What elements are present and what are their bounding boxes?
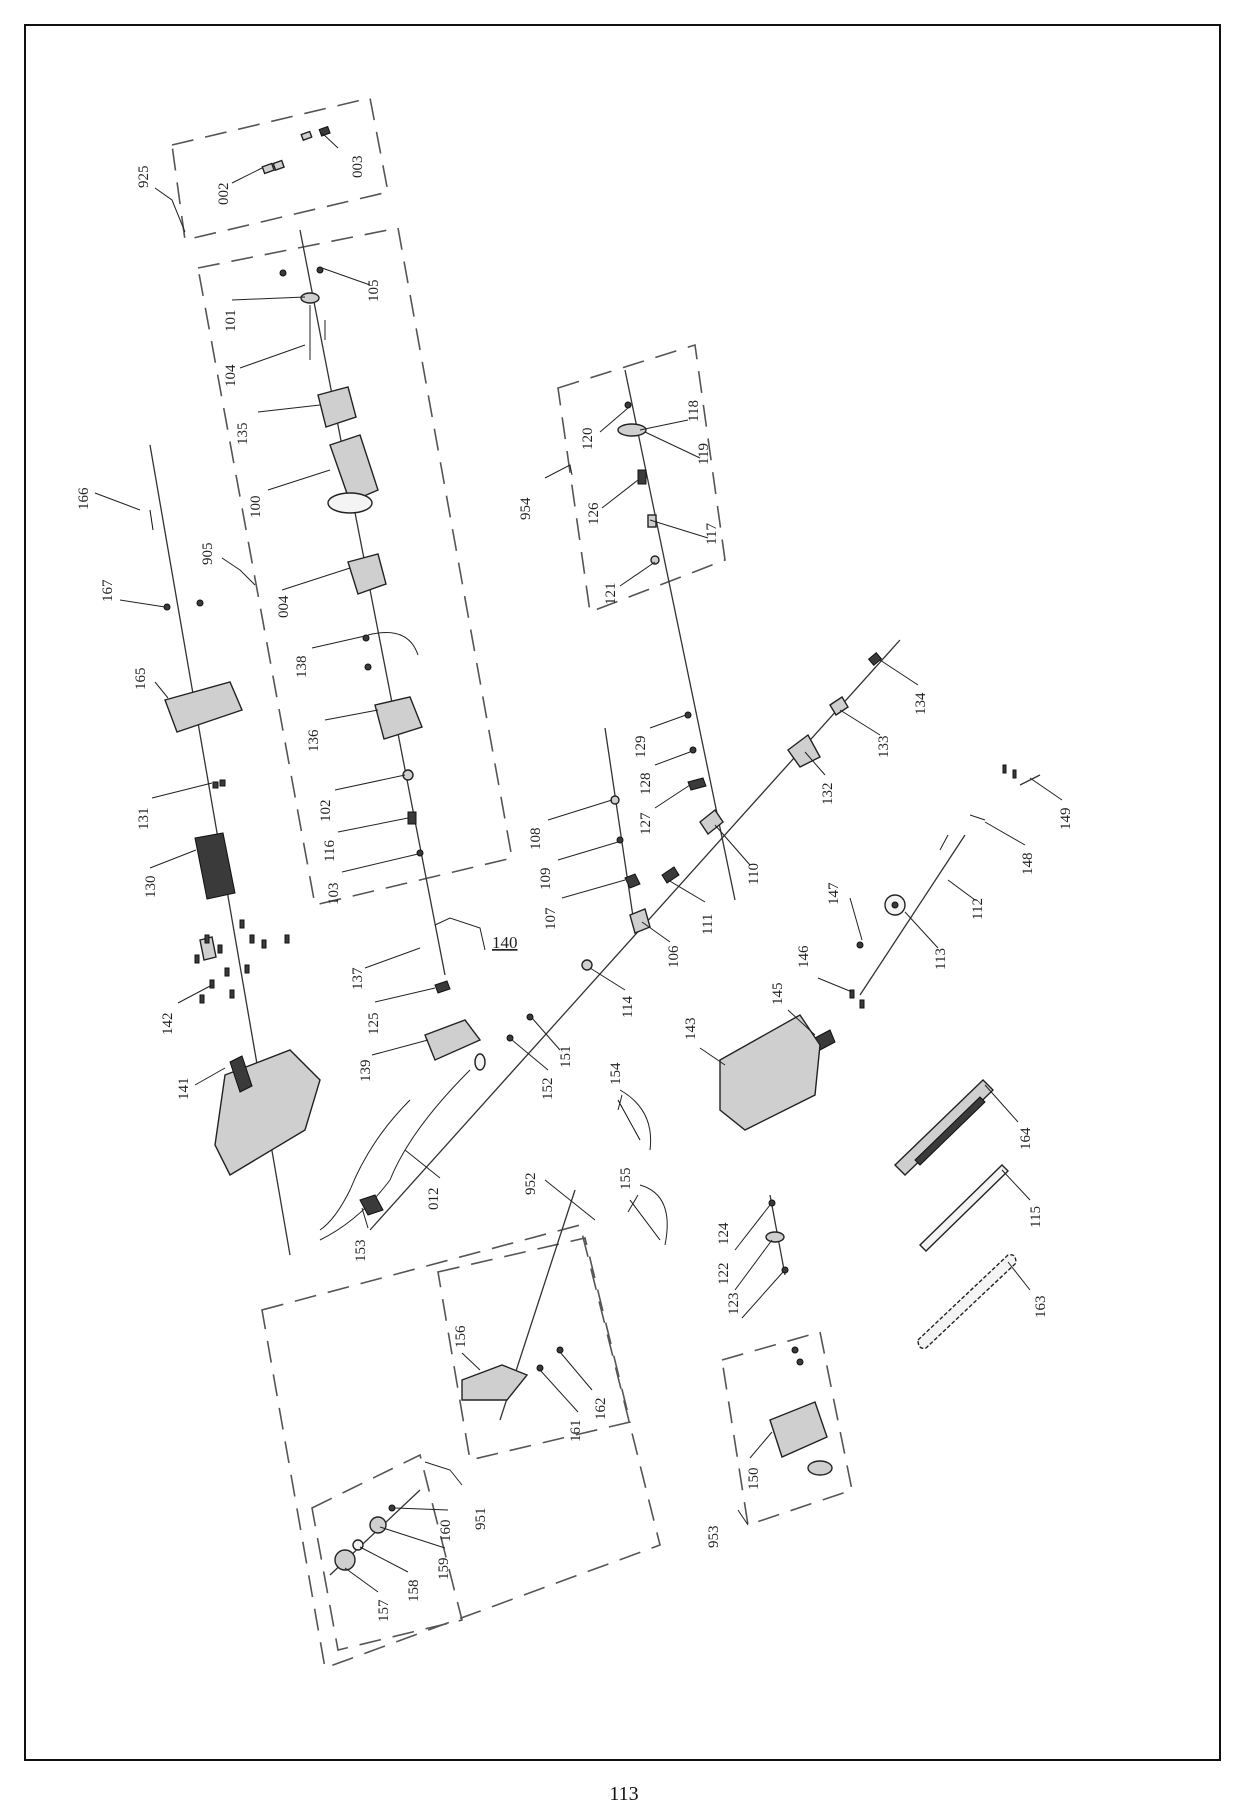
label-003: 003 (350, 156, 366, 179)
label-103: 103 (326, 883, 342, 906)
label-141: 141 (176, 1078, 192, 1101)
label-140: 140 (492, 933, 518, 952)
label-143: 143 (683, 1018, 699, 1041)
label-166: 166 (76, 487, 92, 510)
label-139: 139 (358, 1060, 374, 1083)
label-121: 121 (603, 583, 619, 606)
label-137: 137 (350, 967, 366, 990)
label-158: 158 (406, 1580, 422, 1603)
label-134: 134 (913, 692, 929, 715)
label-157: 157 (376, 1599, 392, 1622)
label-146: 146 (796, 945, 812, 968)
label-165: 165 (133, 668, 149, 691)
label-162: 162 (593, 1398, 609, 1421)
label-106: 106 (666, 945, 682, 968)
label-131: 131 (136, 808, 152, 831)
group-954-box (557, 343, 726, 614)
page-number: 113 (609, 1783, 639, 1805)
label-115: 115 (1028, 1206, 1044, 1228)
label-109: 109 (538, 868, 554, 891)
assembly-axes (149, 229, 1041, 1576)
label-154: 154 (608, 1062, 624, 1085)
label-124: 124 (716, 1222, 732, 1245)
label-128: 128 (638, 773, 654, 796)
label-133: 133 (876, 736, 892, 759)
label-002: 002 (216, 183, 232, 206)
label-160: 160 (438, 1520, 454, 1543)
label-120: 120 (580, 428, 596, 451)
label-107: 107 (543, 907, 559, 930)
part-leaders (94, 132, 1063, 1593)
label-101: 101 (223, 310, 239, 333)
label-119: 119 (696, 443, 712, 465)
label-905: 905 (200, 543, 216, 566)
label-126: 126 (586, 502, 602, 525)
label-152: 152 (540, 1078, 556, 1101)
group-952-box (261, 1224, 661, 1670)
label-135: 135 (235, 423, 251, 446)
label-145: 145 (770, 983, 786, 1006)
label-122: 122 (716, 1263, 732, 1286)
label-105: 105 (366, 280, 382, 303)
label-954: 954 (518, 497, 534, 520)
label-151: 151 (558, 1046, 574, 1069)
label-953: 953 (706, 1526, 722, 1549)
label-149: 149 (1058, 808, 1074, 831)
label-108: 108 (528, 828, 544, 851)
label-150: 150 (746, 1468, 762, 1491)
label-113: 113 (933, 948, 949, 970)
label-100: 100 (248, 496, 264, 519)
label-130: 130 (143, 876, 159, 899)
label-148: 148 (1020, 853, 1036, 876)
label-112: 112 (970, 898, 986, 920)
label-114: 114 (620, 996, 636, 1018)
label-004: 004 (276, 595, 292, 618)
label-163: 163 (1033, 1296, 1049, 1319)
group-952-inner-box (437, 1237, 631, 1461)
label-952: 952 (523, 1173, 539, 1196)
label-132: 132 (820, 783, 836, 806)
part-shapes (149, 125, 1017, 1571)
label-951: 951 (473, 1508, 489, 1531)
label-104: 104 (223, 364, 239, 387)
label-136: 136 (306, 729, 322, 752)
label-110: 110 (746, 863, 762, 885)
label-118: 118 (686, 400, 702, 422)
label-159: 159 (436, 1558, 452, 1581)
group-951-box (311, 1453, 463, 1651)
group-leaders (154, 187, 749, 1526)
label-161: 161 (568, 1420, 584, 1443)
label-164: 164 (1018, 1127, 1034, 1150)
label-156: 156 (453, 1325, 469, 1348)
label-125: 125 (366, 1013, 382, 1036)
label-138: 138 (294, 656, 310, 679)
page-frame (24, 24, 1221, 1761)
label-925: 925 (136, 166, 152, 189)
label-012: 012 (426, 1188, 442, 1211)
part-labels: 925 002 003 101 105 104 135 100 905 004 … (76, 156, 1074, 1623)
label-111: 111 (700, 914, 716, 935)
label-123: 123 (726, 1293, 742, 1316)
label-129: 129 (633, 736, 649, 759)
label-142: 142 (160, 1013, 176, 1036)
label-117: 117 (704, 523, 720, 545)
group-953-box (721, 1330, 853, 1527)
label-116: 116 (322, 840, 338, 862)
label-167: 167 (100, 579, 116, 602)
label-153: 153 (353, 1240, 369, 1263)
group-905-box (197, 227, 513, 906)
label-102: 102 (318, 800, 334, 823)
label-155: 155 (618, 1168, 634, 1191)
label-147: 147 (826, 882, 842, 905)
label-127: 127 (638, 812, 654, 835)
